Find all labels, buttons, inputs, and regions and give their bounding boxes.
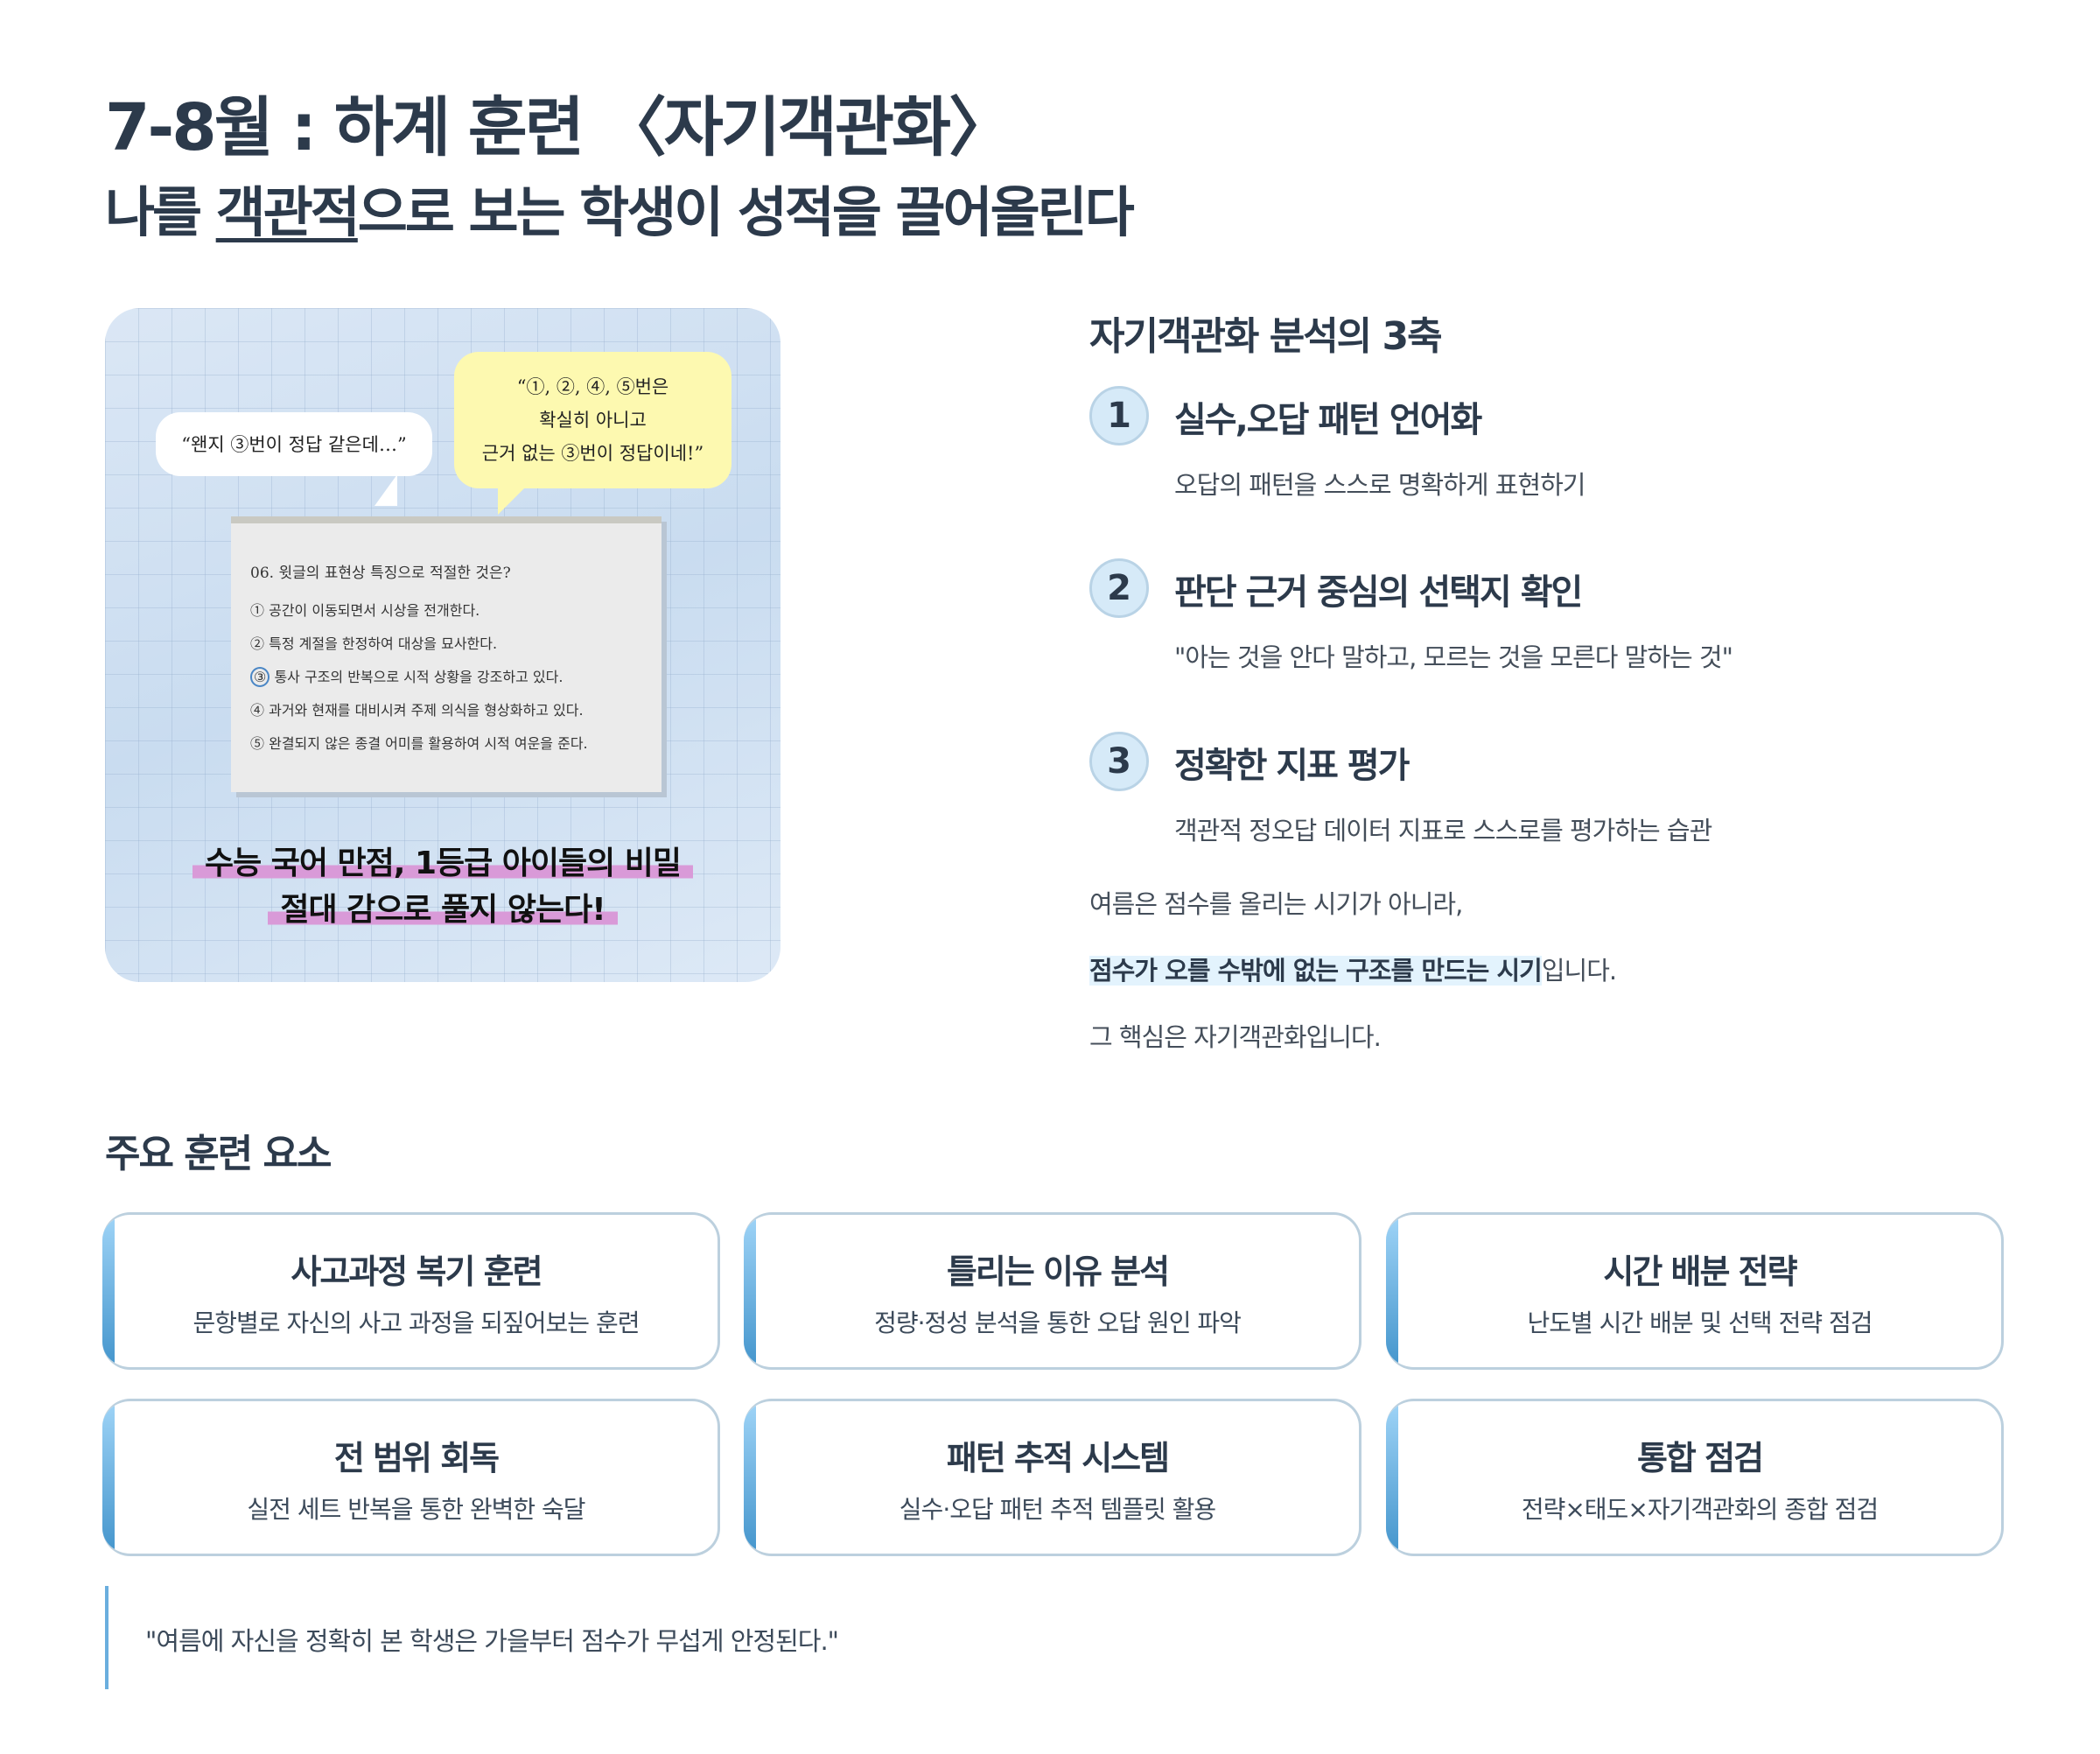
hero-headline-1: 수능 국어 만점, 1등급 아이들의 비밀	[105, 838, 780, 883]
option-3: ③ 통사 구조의 반복으로 시적 상황을 강조하고 있다.	[250, 661, 642, 694]
card-title: 패턴 추적 시스템	[946, 1439, 1170, 1477]
axis-title: 실수,오답 패턴 언어화	[1174, 400, 1482, 440]
card-desc: 실수·오답 패턴 추적 템플릿 활용	[899, 1495, 1216, 1524]
axis-desc: 오답의 패턴을 스스로 명확하게 표현하기	[1174, 470, 1586, 500]
card-title: 틀리는 이유 분석	[946, 1252, 1170, 1291]
card-desc: 정량·정성 분석을 통한 오답 원인 파악	[874, 1308, 1242, 1337]
axis-desc: 객관적 정오답 데이터 지표로 스스로를 평가하는 습관	[1174, 816, 1712, 845]
hero-headline-2: 절대 감으로 풀지 않는다!	[105, 884, 780, 930]
page-subtitle: 나를 객관적으로 보는 학생이 성적을 끌어올린다	[105, 180, 1135, 244]
axes-title: 자기객관화 분석의 3축	[1089, 314, 1443, 359]
option-4: ④ 과거와 현재를 대비시켜 주제 의식을 형상화하고 있다.	[250, 702, 584, 719]
option-2: ② 특정 계절을 한정하여 대상을 묘사한다.	[250, 635, 498, 652]
paragraph-2: 점수가 오를 수밖에 없는 구조를 만드는 시기입니다.	[1089, 956, 1617, 986]
paragraph-1: 여름은 점수를 올리는 시기가 아니라,	[1089, 889, 1463, 919]
option-5: ⑤ 완결되지 않은 종결 어미를 활용하여 시적 여운을 준다.	[250, 735, 588, 752]
underlined-word: 객관적	[215, 180, 360, 244]
highlight-text: 점수가 오를 수밖에 없는 구조를 만드는 시기	[1089, 956, 1543, 986]
number-badge: 2	[1089, 558, 1149, 618]
paragraph-3: 그 핵심은 자기객관화입니다.	[1089, 1022, 1382, 1052]
hero-image: “왠지 ③번이 정답 같은데…” “①, ②, ④, ⑤번은 확실히 아니고 근…	[105, 308, 780, 982]
card-desc: 난도별 시간 배분 및 선택 전략 점검	[1527, 1308, 1872, 1337]
question-text: 06. 윗글의 표현상 특징으로 적절한 것은?	[250, 565, 511, 582]
card-desc: 문항별로 자신의 사고 과정을 되짚어보는 훈련	[192, 1308, 640, 1337]
page-title: 7-8월 : 하계 훈련 〈자기객관화〉	[105, 90, 1013, 165]
number-badge: 1	[1089, 386, 1149, 446]
training-title: 주요 훈련 요소	[105, 1132, 332, 1176]
number-badge: 3	[1089, 732, 1149, 791]
card-title: 사고과정 복기 훈련	[290, 1252, 542, 1291]
card-desc: 전략×태도×자기객관화의 종합 점검	[1521, 1495, 1879, 1524]
card-title: 시간 배분 전략	[1603, 1252, 1797, 1291]
card-title: 전 범위 회독	[333, 1439, 500, 1477]
option-1: ① 공간이 이동되면서 시상을 전개한다.	[250, 602, 480, 619]
closing-quote: "여름에 자신을 정확히 본 학생은 가을부터 점수가 무섭게 안정된다."	[105, 1586, 1155, 1689]
question-paper: 06. 윗글의 표현상 특징으로 적절한 것은? ① 공간이 이동되면서 시상을…	[231, 516, 662, 792]
speech-bubble-left: “왠지 ③번이 정답 같은데…”	[156, 412, 432, 476]
axis-desc: "아는 것을 안다 말하고, 모르는 것을 모른다 말하는 것"	[1174, 642, 1733, 672]
card-title: 통합 점검	[1636, 1439, 1764, 1477]
speech-bubble-right: “①, ②, ④, ⑤번은 확실히 아니고 근거 없는 ③번이 정답이네!”	[454, 352, 732, 515]
card-desc: 실전 세트 반복을 통한 완벽한 숙달	[247, 1495, 585, 1524]
axis-title: 판단 근거 중심의 선택지 확인	[1174, 572, 1583, 613]
axis-title: 정확한 지표 평가	[1174, 746, 1410, 786]
